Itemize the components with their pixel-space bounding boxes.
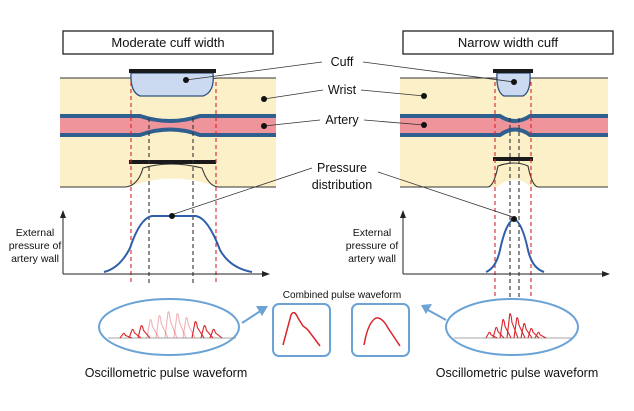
pulse-wave xyxy=(513,317,526,339)
right-y-arrow xyxy=(400,210,406,218)
left-axis-label-3: artery wall xyxy=(11,253,59,265)
pulse-wave xyxy=(146,319,160,339)
wrist-leader-right xyxy=(360,89,425,97)
bottom-label-right: Oscillometric pulse waveform xyxy=(436,366,599,380)
left-waveform-ellipse xyxy=(98,298,240,356)
wrist-dot-left xyxy=(261,96,267,102)
right-panel: Narrow width cuff External pressure of a… xyxy=(346,30,614,300)
pressure-label-2: distribution xyxy=(312,178,372,192)
cuff-leader-right xyxy=(362,61,515,83)
right-to-combined-arrow xyxy=(427,309,447,321)
cuff-label: Cuff xyxy=(331,55,354,69)
pulse-wave xyxy=(506,313,519,339)
right-waveform-ellipse xyxy=(445,298,579,356)
pulse-wave xyxy=(209,328,223,339)
pulse-wave xyxy=(173,313,187,339)
left-x-arrow xyxy=(262,271,270,277)
combined-box-left xyxy=(272,303,331,357)
wrist-dot-right xyxy=(421,93,427,99)
left-artery xyxy=(60,116,276,135)
combined-wave-right xyxy=(363,317,401,347)
combined-box-right xyxy=(351,303,410,357)
pulse-wave xyxy=(155,315,169,339)
cuff-dot-left xyxy=(183,77,189,83)
right-title-box xyxy=(402,30,614,55)
pressure-label-1: Pressure xyxy=(317,161,367,175)
pulse-wave xyxy=(520,323,533,339)
left-cuff-band-top xyxy=(129,69,216,73)
wrist-leader-left xyxy=(263,89,324,100)
artery-leader-right xyxy=(363,119,425,126)
bottom-label-left: Oscillometric pulse waveform xyxy=(85,366,248,380)
left-y-arrow xyxy=(60,210,66,218)
left-axis-label-1: External xyxy=(16,227,55,239)
pulse-wave xyxy=(534,331,547,339)
artery-leader-left xyxy=(263,119,321,127)
wrist-label: Wrist xyxy=(328,83,357,97)
left-cuff xyxy=(130,72,214,97)
cuff-dot-right xyxy=(511,79,517,85)
left-artery-wall-bottom xyxy=(60,127,276,137)
left-arrowhead xyxy=(256,306,268,316)
left-pulse-train xyxy=(119,311,223,339)
right-title: Narrow width cuff xyxy=(458,35,559,50)
left-cuff-band-bottom xyxy=(129,160,216,164)
pressure-leader-right xyxy=(377,171,514,218)
left-axis-label-2: pressure of xyxy=(9,240,62,252)
right-curve-marker xyxy=(511,216,517,222)
left-panel: Moderate cuff width External pressure of… xyxy=(9,30,276,286)
left-title: Moderate cuff width xyxy=(111,35,224,50)
artery-label: Artery xyxy=(325,113,359,127)
pulse-wave xyxy=(527,327,540,339)
pulse-wave xyxy=(128,328,142,339)
waveform-section: Combined pulse waveform Oscillometric pu… xyxy=(85,290,599,380)
right-pulse-train xyxy=(485,313,547,339)
right-artery-wall-bottom xyxy=(400,127,608,137)
right-wrist-bottom-edge xyxy=(400,162,608,188)
right-artery xyxy=(400,116,608,135)
right-cuff-band-bottom xyxy=(493,157,533,161)
pulse-wave xyxy=(499,319,512,339)
artery-dot-right xyxy=(421,122,427,128)
pulse-wave xyxy=(182,317,196,339)
pulse-wave xyxy=(191,321,205,339)
right-cuff-band-top xyxy=(493,69,533,73)
center-labels: Cuff Wrist Artery Pressure distribution xyxy=(173,55,517,218)
pulse-wave xyxy=(200,324,214,339)
right-x-arrow xyxy=(602,271,610,277)
combined-wave-left xyxy=(282,311,321,347)
right-artery-wall-top xyxy=(400,114,608,123)
pulse-wave xyxy=(485,331,498,339)
left-title-box xyxy=(62,30,274,55)
left-curve-marker xyxy=(169,213,175,219)
combined-label: Combined pulse waveform xyxy=(283,290,401,301)
pulse-wave xyxy=(137,324,151,339)
right-axis-label-1: External xyxy=(353,227,392,239)
pulse-wave xyxy=(492,326,505,339)
left-artery-wall-top xyxy=(60,114,276,123)
cuff-leader-left xyxy=(185,61,323,81)
right-axis-label-3: artery wall xyxy=(348,253,396,265)
right-arrowhead xyxy=(421,304,432,314)
pressure-leader-left xyxy=(173,167,313,215)
left-to-combined-arrow xyxy=(241,309,263,324)
right-axis-label-2: pressure of xyxy=(346,240,399,252)
pulse-wave xyxy=(119,332,133,339)
pulse-wave xyxy=(164,311,178,339)
artery-dot-left xyxy=(261,123,267,129)
left-pressure-curve xyxy=(103,215,253,273)
